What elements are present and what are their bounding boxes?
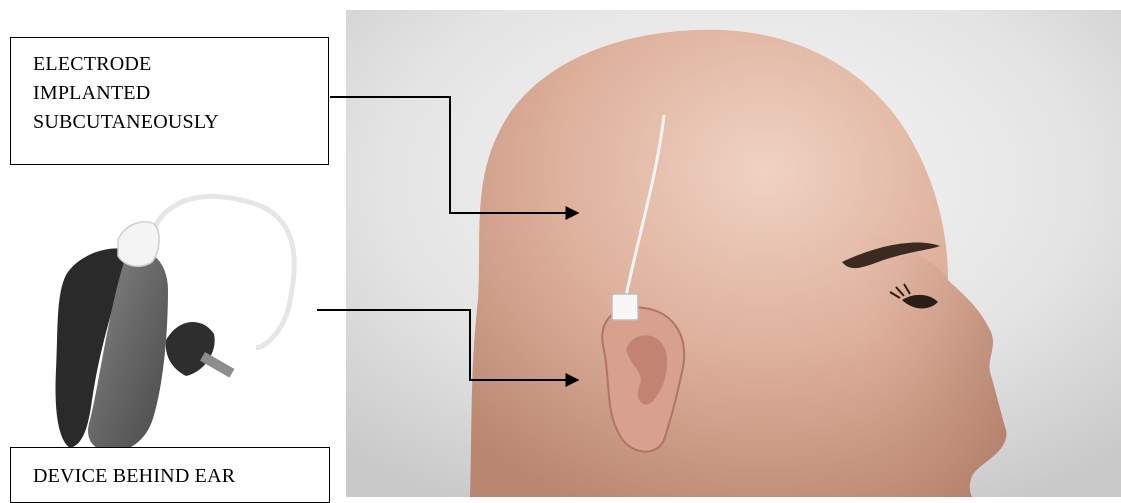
- device-tube: [150, 196, 294, 348]
- electrode-connector: [612, 294, 638, 320]
- device-clear-top: [118, 222, 159, 266]
- device-label-box: DEVICE BEHIND EAR: [10, 447, 330, 503]
- electrode-label-line-3: SUBCUTANEOUSLY: [33, 108, 328, 137]
- electrode-label-line-2: IMPLANTED: [33, 79, 328, 108]
- device-earpiece-dome: [166, 322, 215, 376]
- device-earpiece-stem: [200, 352, 234, 378]
- electrode-label-line-1: ELECTRODE: [33, 50, 328, 79]
- electrode-label-box: ELECTRODE IMPLANTED SUBCUTANEOUSLY: [10, 37, 329, 165]
- device-label: DEVICE BEHIND EAR: [33, 462, 329, 491]
- hearing-device-image: [56, 196, 295, 452]
